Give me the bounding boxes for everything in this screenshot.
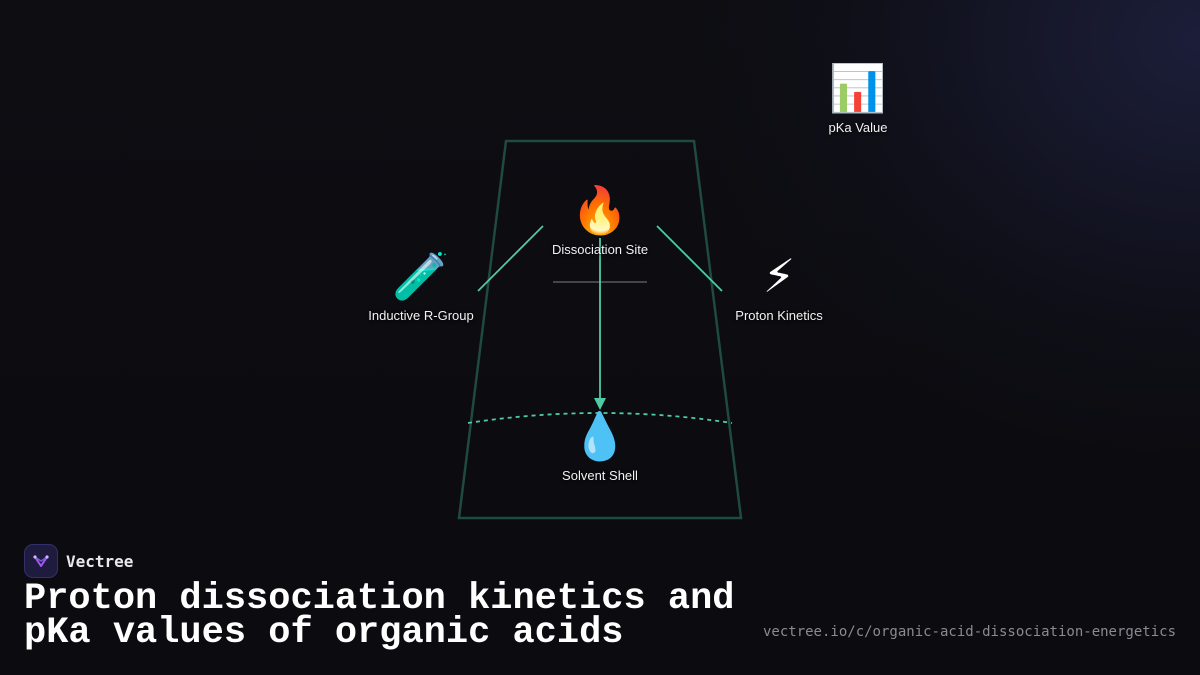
- lightning-icon: ⚡: [762, 249, 796, 303]
- node-dissociation-site: 🔥 Dissociation Site: [552, 182, 648, 257]
- connector-kinetics: [656, 225, 723, 292]
- bar-chart-icon: 📊: [829, 61, 887, 115]
- node-label: Solvent Shell: [562, 468, 638, 483]
- node-proton-kinetics: ⚡ Proton Kinetics: [735, 248, 822, 323]
- node-label: Proton Kinetics: [735, 308, 823, 323]
- title-line-2: pKa values of organic acids: [24, 612, 624, 654]
- solvent-boundary-arc: [467, 412, 733, 424]
- title-line-1: Proton dissociation kinetics and: [24, 578, 735, 620]
- node-label: pKa Value: [828, 120, 888, 135]
- vectree-logo-icon: [24, 544, 58, 578]
- node-label: Inductive R-Group: [368, 308, 474, 323]
- node-pka-value: 📊 pKa Value: [828, 60, 887, 135]
- brand-name: Vectree: [66, 551, 134, 571]
- flask-outline: [457, 139, 743, 520]
- vectree-logo-mark: [33, 555, 49, 567]
- fire-icon: 🔥: [571, 183, 629, 237]
- node-solvent-shell: 💧 Solvent Shell: [562, 408, 638, 483]
- source-url: vectree.io/c/organic-acid-dissociation-e…: [762, 624, 1176, 640]
- brand: Vectree: [24, 544, 133, 578]
- test-tube-icon: 🧪: [392, 249, 450, 303]
- page-title: Proton dissociation kinetics and pKa val…: [24, 581, 784, 652]
- droplet-icon: 💧: [571, 409, 629, 463]
- connector-r-group: [477, 225, 544, 292]
- node-inductive-r-group: 🧪 Inductive R-Group: [368, 248, 474, 323]
- node-label: Dissociation Site: [551, 242, 649, 257]
